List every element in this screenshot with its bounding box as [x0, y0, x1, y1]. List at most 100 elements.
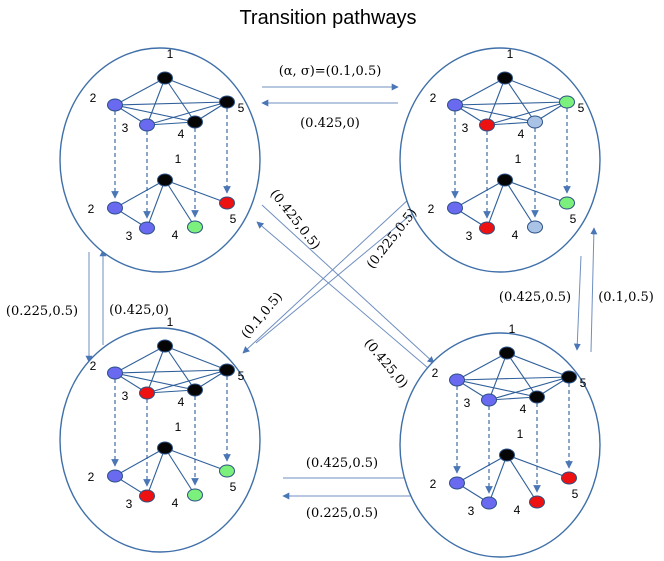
top-layer-node-1	[499, 346, 515, 360]
transition-arrows	[85, 83, 598, 500]
top-layer-edge	[114, 369, 228, 374]
bottom-layer-node-3	[139, 221, 155, 235]
top-layer-node-3	[139, 386, 155, 400]
bottom-layer-edge	[504, 179, 536, 228]
top-layer-edge	[456, 379, 538, 398]
top-layer-edge	[486, 121, 536, 126]
bottom-layer-node-label: 1	[517, 427, 524, 441]
top-layer-node-5	[559, 95, 575, 109]
top-layer-edge	[504, 77, 568, 103]
transition-arrow-br-to-tl	[256, 221, 429, 369]
top-layer-node-3	[481, 393, 497, 407]
bottom-layer-edge	[454, 179, 506, 209]
bottom-layer-node-label: 3	[126, 229, 133, 243]
top-layer-node-label: 2	[90, 91, 97, 105]
bottom-layer-edge	[146, 447, 166, 497]
bottom-layer-edge	[506, 454, 570, 479]
transition-arrow-bl-to-tr	[255, 207, 420, 344]
bottom-layer-node-1	[497, 173, 513, 187]
top-layer-node-1	[157, 71, 173, 85]
top-layer-node-2	[449, 373, 465, 387]
top-layer-edge	[146, 389, 196, 394]
top-layer-edge	[456, 376, 570, 381]
transition-arrow-tr-to-bl	[242, 197, 411, 354]
top-layer-edge	[488, 376, 570, 401]
top-layer-node-label: 1	[507, 47, 514, 61]
bottom-layer-node-label: 4	[514, 503, 521, 517]
top-layer-node-label: 5	[238, 101, 245, 115]
top-layer-edge	[164, 345, 228, 371]
bottom-layer-node-5	[219, 464, 235, 478]
bottom-layer-node-3	[479, 221, 495, 235]
bottom-layer-node-3	[139, 489, 155, 503]
top-layer-node-label: 3	[122, 121, 129, 135]
top-layer-node-label: 2	[430, 91, 437, 105]
transition-label-bl-to-br: (0.425,0.5)	[306, 456, 378, 471]
top-layer-node-label: 5	[578, 101, 585, 115]
bottom-layer-edge	[164, 179, 196, 228]
bottom-layer-edge	[486, 179, 506, 229]
transition-arrow-tr-to-br	[573, 255, 582, 351]
transition-arrow-tl-to-br	[261, 204, 435, 364]
top-layer-edge	[114, 101, 228, 106]
top-layer-node-label: 1	[167, 315, 174, 329]
transition-label-bl-to-tl: (0.425,0)	[109, 303, 169, 318]
bottom-layer-node-label: 5	[570, 212, 577, 226]
top-layer-edge	[164, 345, 196, 391]
top-layer-node-2	[447, 98, 463, 112]
top-layer-edge	[486, 77, 506, 126]
bottom-layer-node-label: 1	[175, 152, 182, 166]
top-layer-edge	[164, 77, 228, 103]
top-layer-edge	[146, 121, 196, 126]
transition-label-br-to-tr: (0.1,0.5)	[598, 290, 654, 305]
transition-label-tr-to-bl: (0.225,0.5)	[364, 206, 420, 272]
bottom-layer-node-label: 4	[512, 228, 519, 242]
top-layer-node-1	[497, 71, 513, 85]
top-layer-edge	[456, 352, 508, 381]
transition-label-bl-to-tr: (0.1,0.5)	[239, 290, 286, 342]
bottom-layer-node-label: 3	[126, 497, 133, 511]
top-layer-node-label: 3	[462, 121, 469, 135]
top-layer-edge	[488, 352, 508, 401]
bottom-layer-node-label: 2	[428, 202, 435, 216]
top-layer-edge	[506, 352, 538, 398]
bottom-layer-node-label: 3	[468, 504, 475, 518]
bottom-layer-node-label: 5	[230, 212, 237, 226]
transition-label-br-to-tl: (0.425,0.5)	[267, 187, 323, 253]
top-layer-edge	[146, 345, 166, 394]
transition-label-br-to-bl: (0.225,0.5)	[306, 506, 378, 521]
bottom-layer-node-2	[107, 201, 123, 215]
top-layer-edge	[146, 369, 228, 394]
top-layer-node-label: 2	[90, 359, 97, 373]
top-layer-edge	[506, 352, 570, 378]
top-layer-node-3	[139, 118, 155, 132]
top-layer-edge	[454, 101, 568, 106]
bottom-layer-node-1	[157, 173, 173, 187]
transition-arrow-br-to-tr	[590, 227, 598, 353]
bottom-layer-node-label: 3	[466, 229, 473, 243]
bottom-layer-node-label: 4	[172, 228, 179, 242]
top-layer-node-label: 4	[520, 402, 527, 416]
top-layer-node-label: 5	[238, 369, 245, 383]
top-layer-edge	[454, 77, 506, 106]
top-layer-edge	[146, 101, 228, 126]
top-layer-node-label: 5	[580, 376, 587, 390]
bottom-layer-node-2	[447, 201, 463, 215]
top-layer-edge	[164, 77, 196, 123]
bottom-layer-node-4	[187, 220, 203, 234]
bottom-layer-node-label: 1	[175, 420, 182, 434]
bottom-layer-edge	[114, 179, 166, 209]
top-layer-node-label: 1	[167, 47, 174, 61]
top-layer-node-2	[107, 366, 123, 380]
transition-label-tl-to-br: (0.425,0)	[361, 336, 411, 391]
panel-circle	[399, 332, 601, 558]
top-layer-node-2	[107, 98, 123, 112]
top-layer-edge	[114, 372, 196, 391]
panel-circle	[59, 327, 261, 553]
top-layer-node-5	[561, 370, 577, 384]
